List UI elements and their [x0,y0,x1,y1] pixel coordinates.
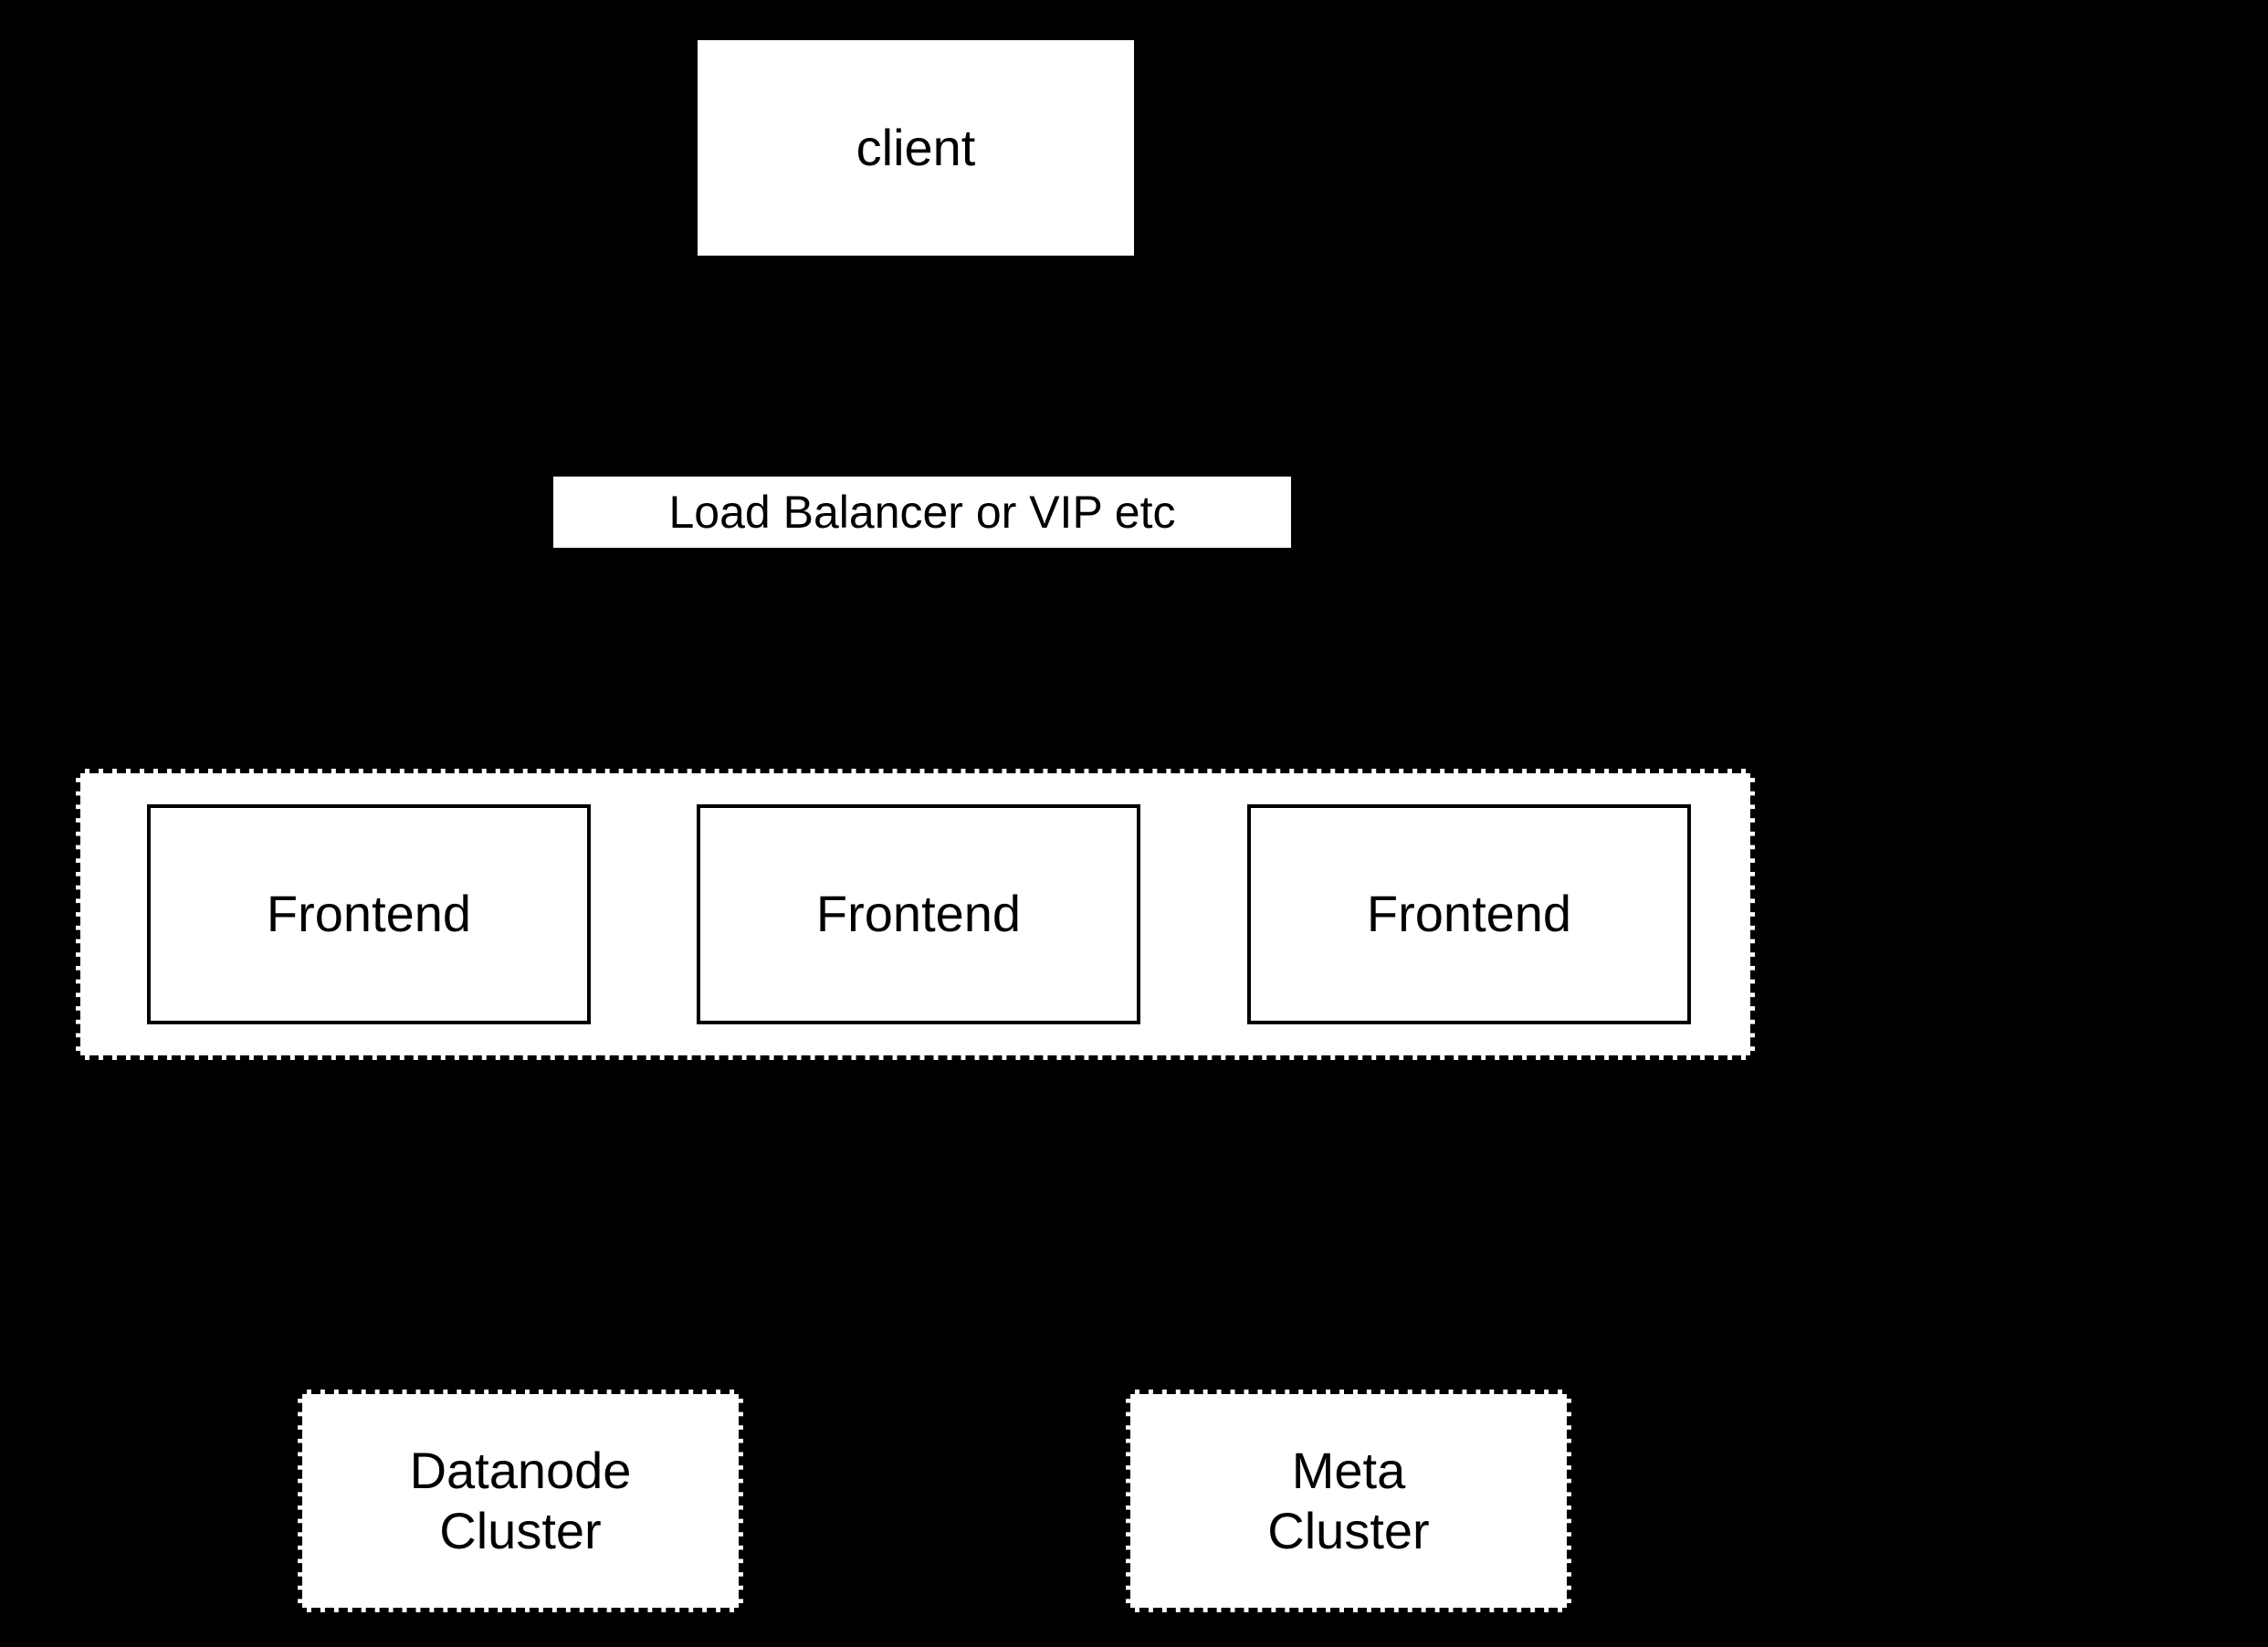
datanode-cluster-node: Datanode Cluster [298,1390,743,1612]
datanode-cluster-label-line2: Cluster [439,1502,602,1559]
meta-cluster-label-line1: Meta [1291,1442,1406,1499]
meta-cluster-node: Meta Cluster [1126,1390,1571,1612]
frontend-node-3-label: Frontend [1366,885,1572,943]
frontend-node-2-label: Frontend [815,885,1022,943]
frontend-node-3: Frontend [1247,804,1691,1024]
client-node: client [698,40,1134,256]
load-balancer-node-label: Load Balancer or VIP etc [668,486,1176,538]
load-balancer-node: Load Balancer or VIP etc [553,477,1291,548]
frontend-node-1: Frontend [147,804,591,1024]
datanode-cluster-label-line1: Datanode [409,1442,632,1499]
frontend-node-1-label: Frontend [266,885,472,943]
meta-cluster-label-line2: Cluster [1267,1502,1430,1559]
frontend-node-2: Frontend [697,804,1140,1024]
client-node-label: client [856,118,976,176]
frontend-group-cluster: Frontend Frontend Frontend [76,769,1755,1060]
